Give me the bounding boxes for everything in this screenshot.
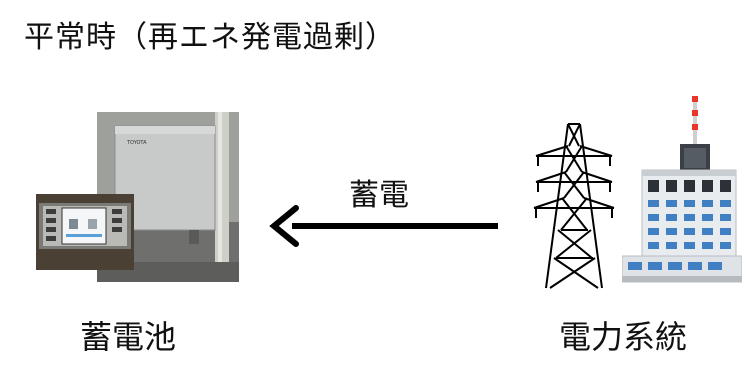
monitor-panel-photo: [36, 194, 134, 270]
charge-arrow: [262, 203, 502, 249]
transmission-tower-icon: [528, 118, 620, 290]
svg-text:TOYOTA: TOYOTA: [126, 140, 147, 146]
building-icon: [622, 90, 742, 286]
battery-label: 蓄電池: [80, 318, 177, 356]
grid-label: 電力系統: [559, 318, 688, 356]
battery-unit-photo: TOYOTA: [97, 112, 239, 282]
charge-label: 蓄電: [349, 178, 409, 213]
page-title: 平常時（再エネ発電過剰）: [24, 20, 396, 55]
